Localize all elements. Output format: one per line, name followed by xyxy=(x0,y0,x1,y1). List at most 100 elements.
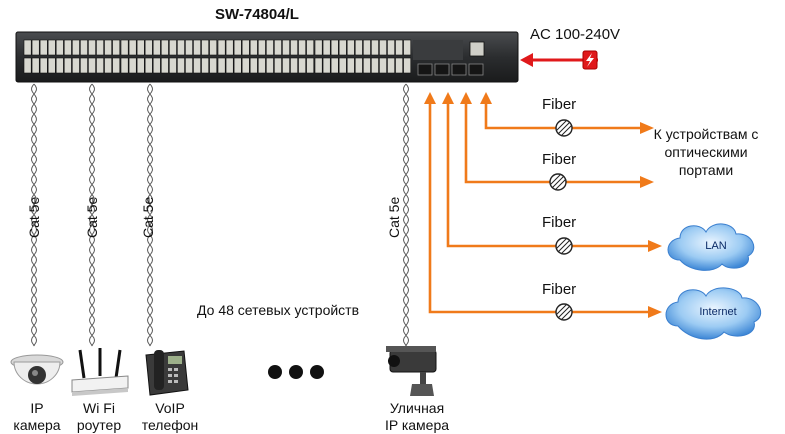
sfp-slot-group xyxy=(417,63,484,76)
device-label-router: Wi Fi роутер xyxy=(66,400,132,434)
console-port xyxy=(469,41,485,57)
device-label-line: камера xyxy=(13,417,61,433)
rj45-port xyxy=(330,57,339,74)
rj45-port xyxy=(80,57,88,74)
rj45-port xyxy=(217,39,226,56)
rj45-port xyxy=(209,39,218,56)
rj45-port xyxy=(88,57,96,74)
rj45-port xyxy=(209,57,218,74)
rj45-port xyxy=(160,39,169,56)
lightning-bolt-icon xyxy=(582,50,598,70)
rj45-port xyxy=(330,39,339,56)
rj45-port xyxy=(403,57,412,74)
device-label-line: IP камера xyxy=(384,417,450,433)
cable-label-2: Cat 5e xyxy=(84,196,100,238)
rj45-port xyxy=(298,57,306,74)
rj45-port xyxy=(193,57,201,74)
power-label: AC 100-240V xyxy=(530,26,621,43)
cat5e-cable xyxy=(146,83,154,347)
rj45-port xyxy=(23,39,32,56)
rj45-port xyxy=(371,57,379,74)
sfp-slot xyxy=(451,63,467,76)
rj45-port xyxy=(379,57,387,74)
rj45-port xyxy=(395,39,403,56)
rj45-port xyxy=(120,39,129,56)
lan-label: LAN xyxy=(705,240,727,252)
rj45-port xyxy=(225,57,234,74)
rj45-port xyxy=(63,57,72,74)
power-arrow-head xyxy=(520,53,533,67)
rj45-port xyxy=(338,57,347,74)
cat5e-cable xyxy=(402,83,410,347)
cable-label-3: Cat 5e xyxy=(140,196,156,238)
rj45-port xyxy=(314,57,323,74)
rj45-port xyxy=(23,57,32,74)
ellipsis-dots xyxy=(268,365,324,379)
sfp-slot xyxy=(434,63,450,76)
switch-model-title: SW-74804/L xyxy=(215,6,299,23)
rj45-port xyxy=(387,57,395,74)
fiber-link-2 xyxy=(464,102,640,184)
rj45-port xyxy=(47,39,56,56)
internet-cloud xyxy=(665,287,762,340)
rj45-port xyxy=(136,39,145,56)
fiber-link-1 xyxy=(484,102,640,130)
rj45-port xyxy=(249,39,258,56)
rj45-port xyxy=(265,39,274,56)
rj45-port xyxy=(290,57,298,74)
rj45-port xyxy=(306,39,315,56)
rj45-port xyxy=(346,39,355,56)
rj45-port xyxy=(395,57,403,74)
rj45-port xyxy=(136,57,145,74)
rj45-port xyxy=(55,57,64,74)
rj45-port xyxy=(128,57,137,74)
lan-cloud xyxy=(667,223,755,271)
rj45-port xyxy=(241,57,250,74)
rj45-port xyxy=(201,39,209,56)
fiber-connections xyxy=(428,102,648,314)
rj45-port xyxy=(274,39,282,56)
rj45-port xyxy=(55,39,64,56)
rj45-port xyxy=(177,57,185,74)
switch-chassis xyxy=(15,31,519,83)
rj45-port xyxy=(39,39,48,56)
rj45-port xyxy=(80,39,88,56)
fiber-link-3 xyxy=(446,102,648,248)
fiber-label-3: Fiber xyxy=(542,214,577,231)
rj45-port xyxy=(144,39,153,56)
rj45-port xyxy=(346,57,355,74)
rj45-port xyxy=(169,57,177,74)
voip-phone-icon xyxy=(145,350,189,396)
outdoor-camera-icon xyxy=(386,346,437,396)
rj45-port xyxy=(63,39,72,56)
rj45-port xyxy=(282,39,290,56)
rj45-port xyxy=(322,57,331,74)
rj45-port xyxy=(233,39,242,56)
rj45-port xyxy=(354,57,363,74)
rj45-port xyxy=(152,39,161,56)
device-count-note: До 48 сетевых устройств xyxy=(197,302,360,318)
rj45-port xyxy=(265,57,274,74)
fiber-up-arrowheads xyxy=(424,92,492,104)
rj45-port xyxy=(290,39,298,56)
cat5e-cable xyxy=(88,83,96,347)
rj45-port xyxy=(233,57,242,74)
rj45-port xyxy=(322,39,331,56)
device-label-line: Уличная xyxy=(389,400,445,416)
cat5e-cables xyxy=(30,83,410,347)
rj45-port xyxy=(185,39,193,56)
fiber-link-4 xyxy=(428,102,648,314)
rj45-port xyxy=(379,39,387,56)
fiber-label-2: Fiber xyxy=(542,151,577,168)
rj45-port xyxy=(274,57,282,74)
cable-label-1: Cat 5e xyxy=(26,196,42,238)
rj45-port xyxy=(371,39,379,56)
rj45-port xyxy=(306,57,315,74)
rj45-port-grid xyxy=(23,39,412,74)
device-label-outdoor-camera: Уличная IP камера xyxy=(370,400,464,434)
rj45-port xyxy=(249,57,258,74)
rj45-port xyxy=(282,57,290,74)
rj45-port xyxy=(403,39,412,56)
rj45-port xyxy=(201,57,209,74)
